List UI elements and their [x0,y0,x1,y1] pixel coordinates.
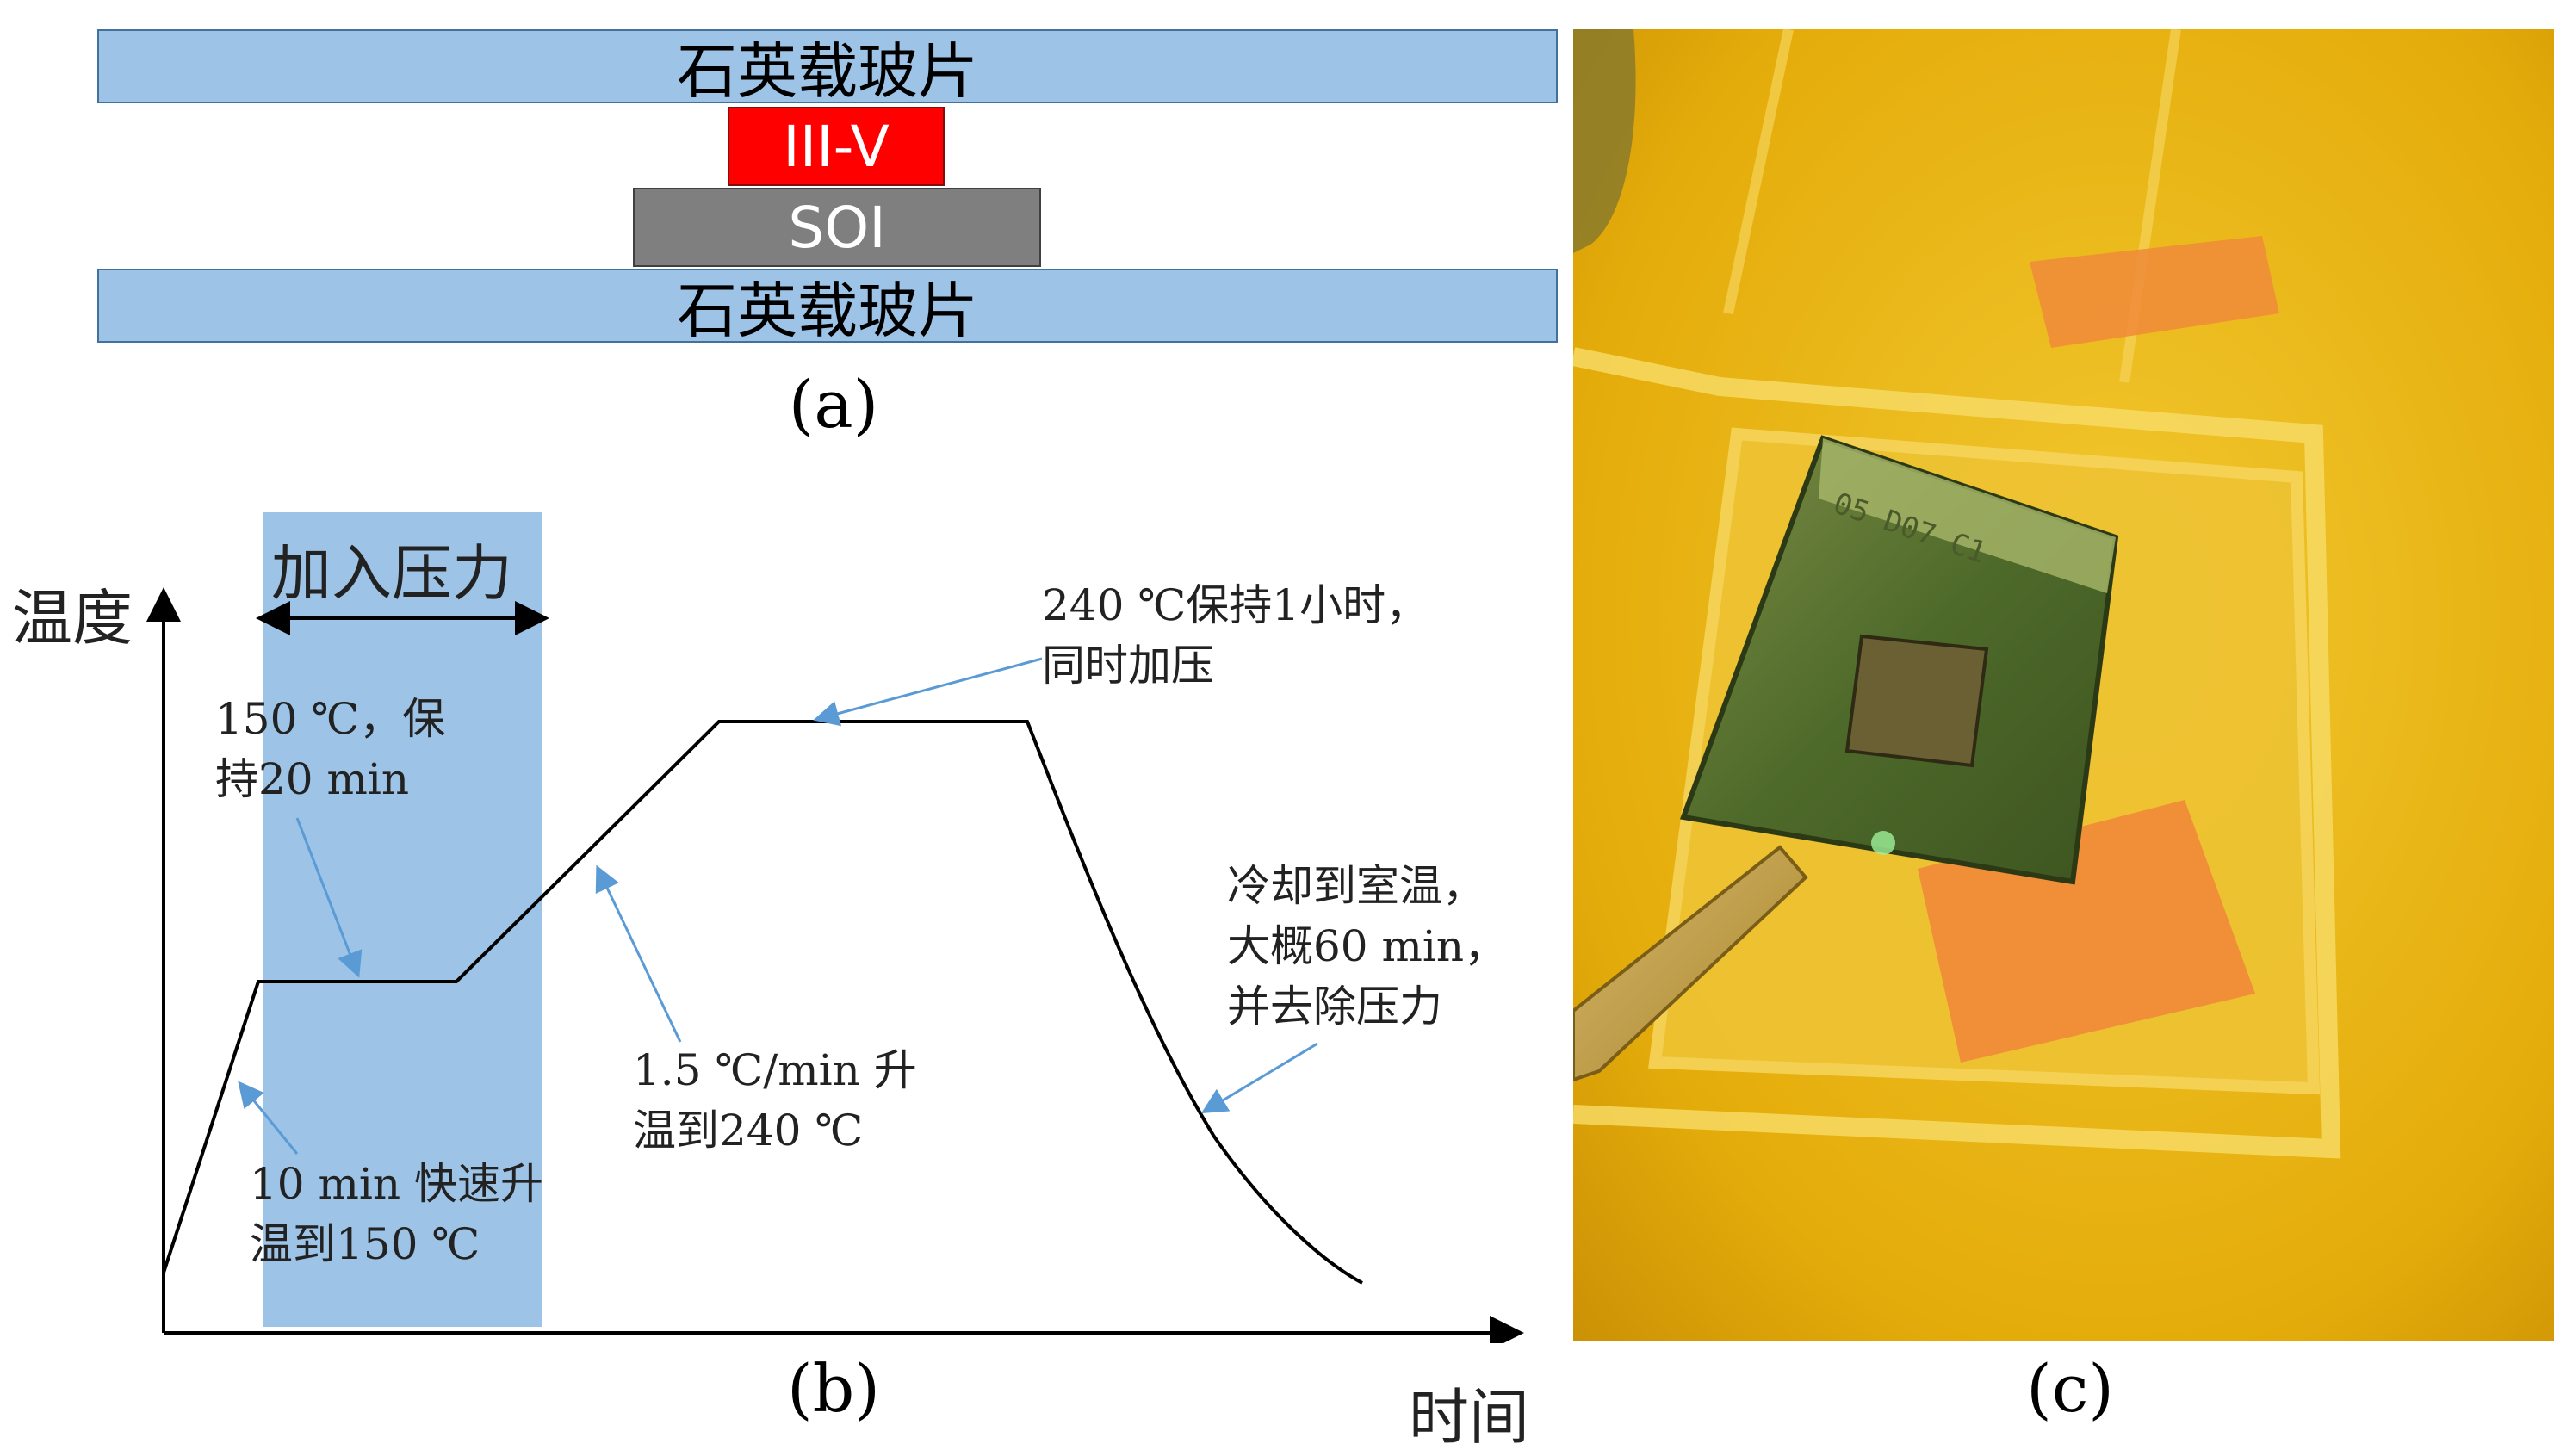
annotation-hold-150: 150 ℃，保 持20 min [215,694,446,804]
quartz-slide-top-label: 石英载玻片 [677,35,978,107]
bonding-sample-photo: 05 D07 C1 [1573,29,2554,1341]
green-spot [1871,831,1895,855]
soi-layer: SOI [633,188,1041,267]
tweezer [1573,845,1808,1082]
caption-a: (a) [788,366,879,443]
x-axis-label: 时间 [1409,1382,1529,1453]
fast-ramp-pointer [238,1081,299,1155]
bonded-iii-v-die [1844,634,1989,768]
caption-c: (c) [2026,1350,2114,1427]
annotation-slow-ramp: 1.5 ℃/min 升 温到240 ℃ [633,1045,917,1156]
annotation-fast-ramp: 10 min 快速升 温到150 ℃ [250,1159,544,1269]
quartz-slide-top: 石英载玻片 [97,29,1558,107]
temperature-curve [162,720,1363,1285]
orange-tape-top [2030,236,2279,348]
annotation-cool-down: 冷却到室温， 大概60 min， 并去除压力 [1227,861,1508,1032]
pressure-band-label: 加入压力 [271,538,512,609]
soi-label: SOI [788,194,886,261]
temperature-profile-chart [146,512,1524,1343]
y-axis-label: 温度 [12,583,133,654]
cool-down-pointer [1200,1042,1318,1114]
quartz-slide-bottom-label: 石英载玻片 [677,275,978,346]
iii-v-layer: III-V [728,107,945,186]
wafer-edge [1573,29,1636,253]
pressure-band [263,512,542,1327]
annotation-hold-240: 240 ℃保持1小时， 同时加压 [1042,580,1429,691]
hold-150-pointer [295,817,363,978]
caption-b: (b) [787,1350,880,1427]
sample-chip-label-strip [1819,438,2116,593]
iii-v-label: III-V [783,113,890,180]
slow-ramp-pointer [595,864,682,1043]
hold-240-pointer [813,657,1043,727]
quartz-slide-bottom: 石英载玻片 [97,269,1558,346]
tray-ridge-outer [1573,347,2341,1159]
